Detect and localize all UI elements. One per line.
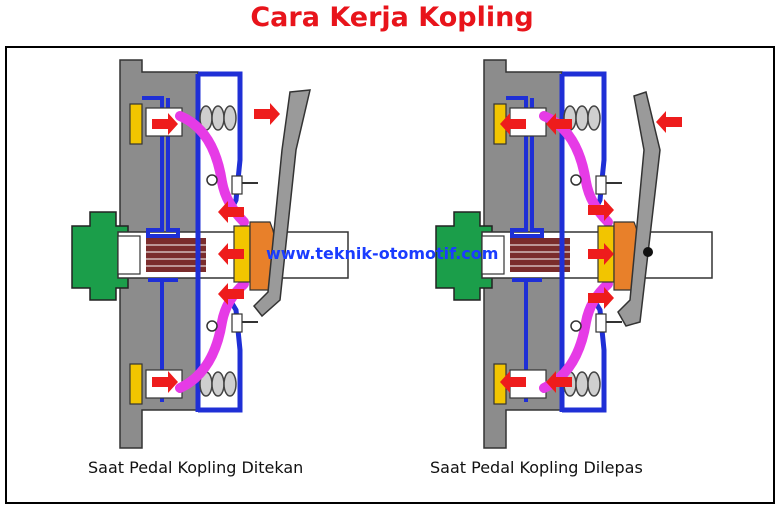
watermark-url: www.teknik-otomotif.com xyxy=(266,244,499,263)
diagram-released xyxy=(436,60,712,448)
diagram-title: Cara Kerja Kopling xyxy=(250,2,534,33)
pivot-dot xyxy=(643,247,653,257)
arrow xyxy=(254,103,280,125)
pedal-fork xyxy=(617,91,661,327)
caption-pressed: Saat Pedal Kopling Ditekan xyxy=(88,458,304,477)
arrow xyxy=(656,111,682,133)
pedal-fork xyxy=(252,89,311,318)
diagram-pressed xyxy=(72,60,348,448)
caption-released: Saat Pedal Kopling Dilepas xyxy=(430,458,643,477)
diagram-frame xyxy=(5,46,775,504)
